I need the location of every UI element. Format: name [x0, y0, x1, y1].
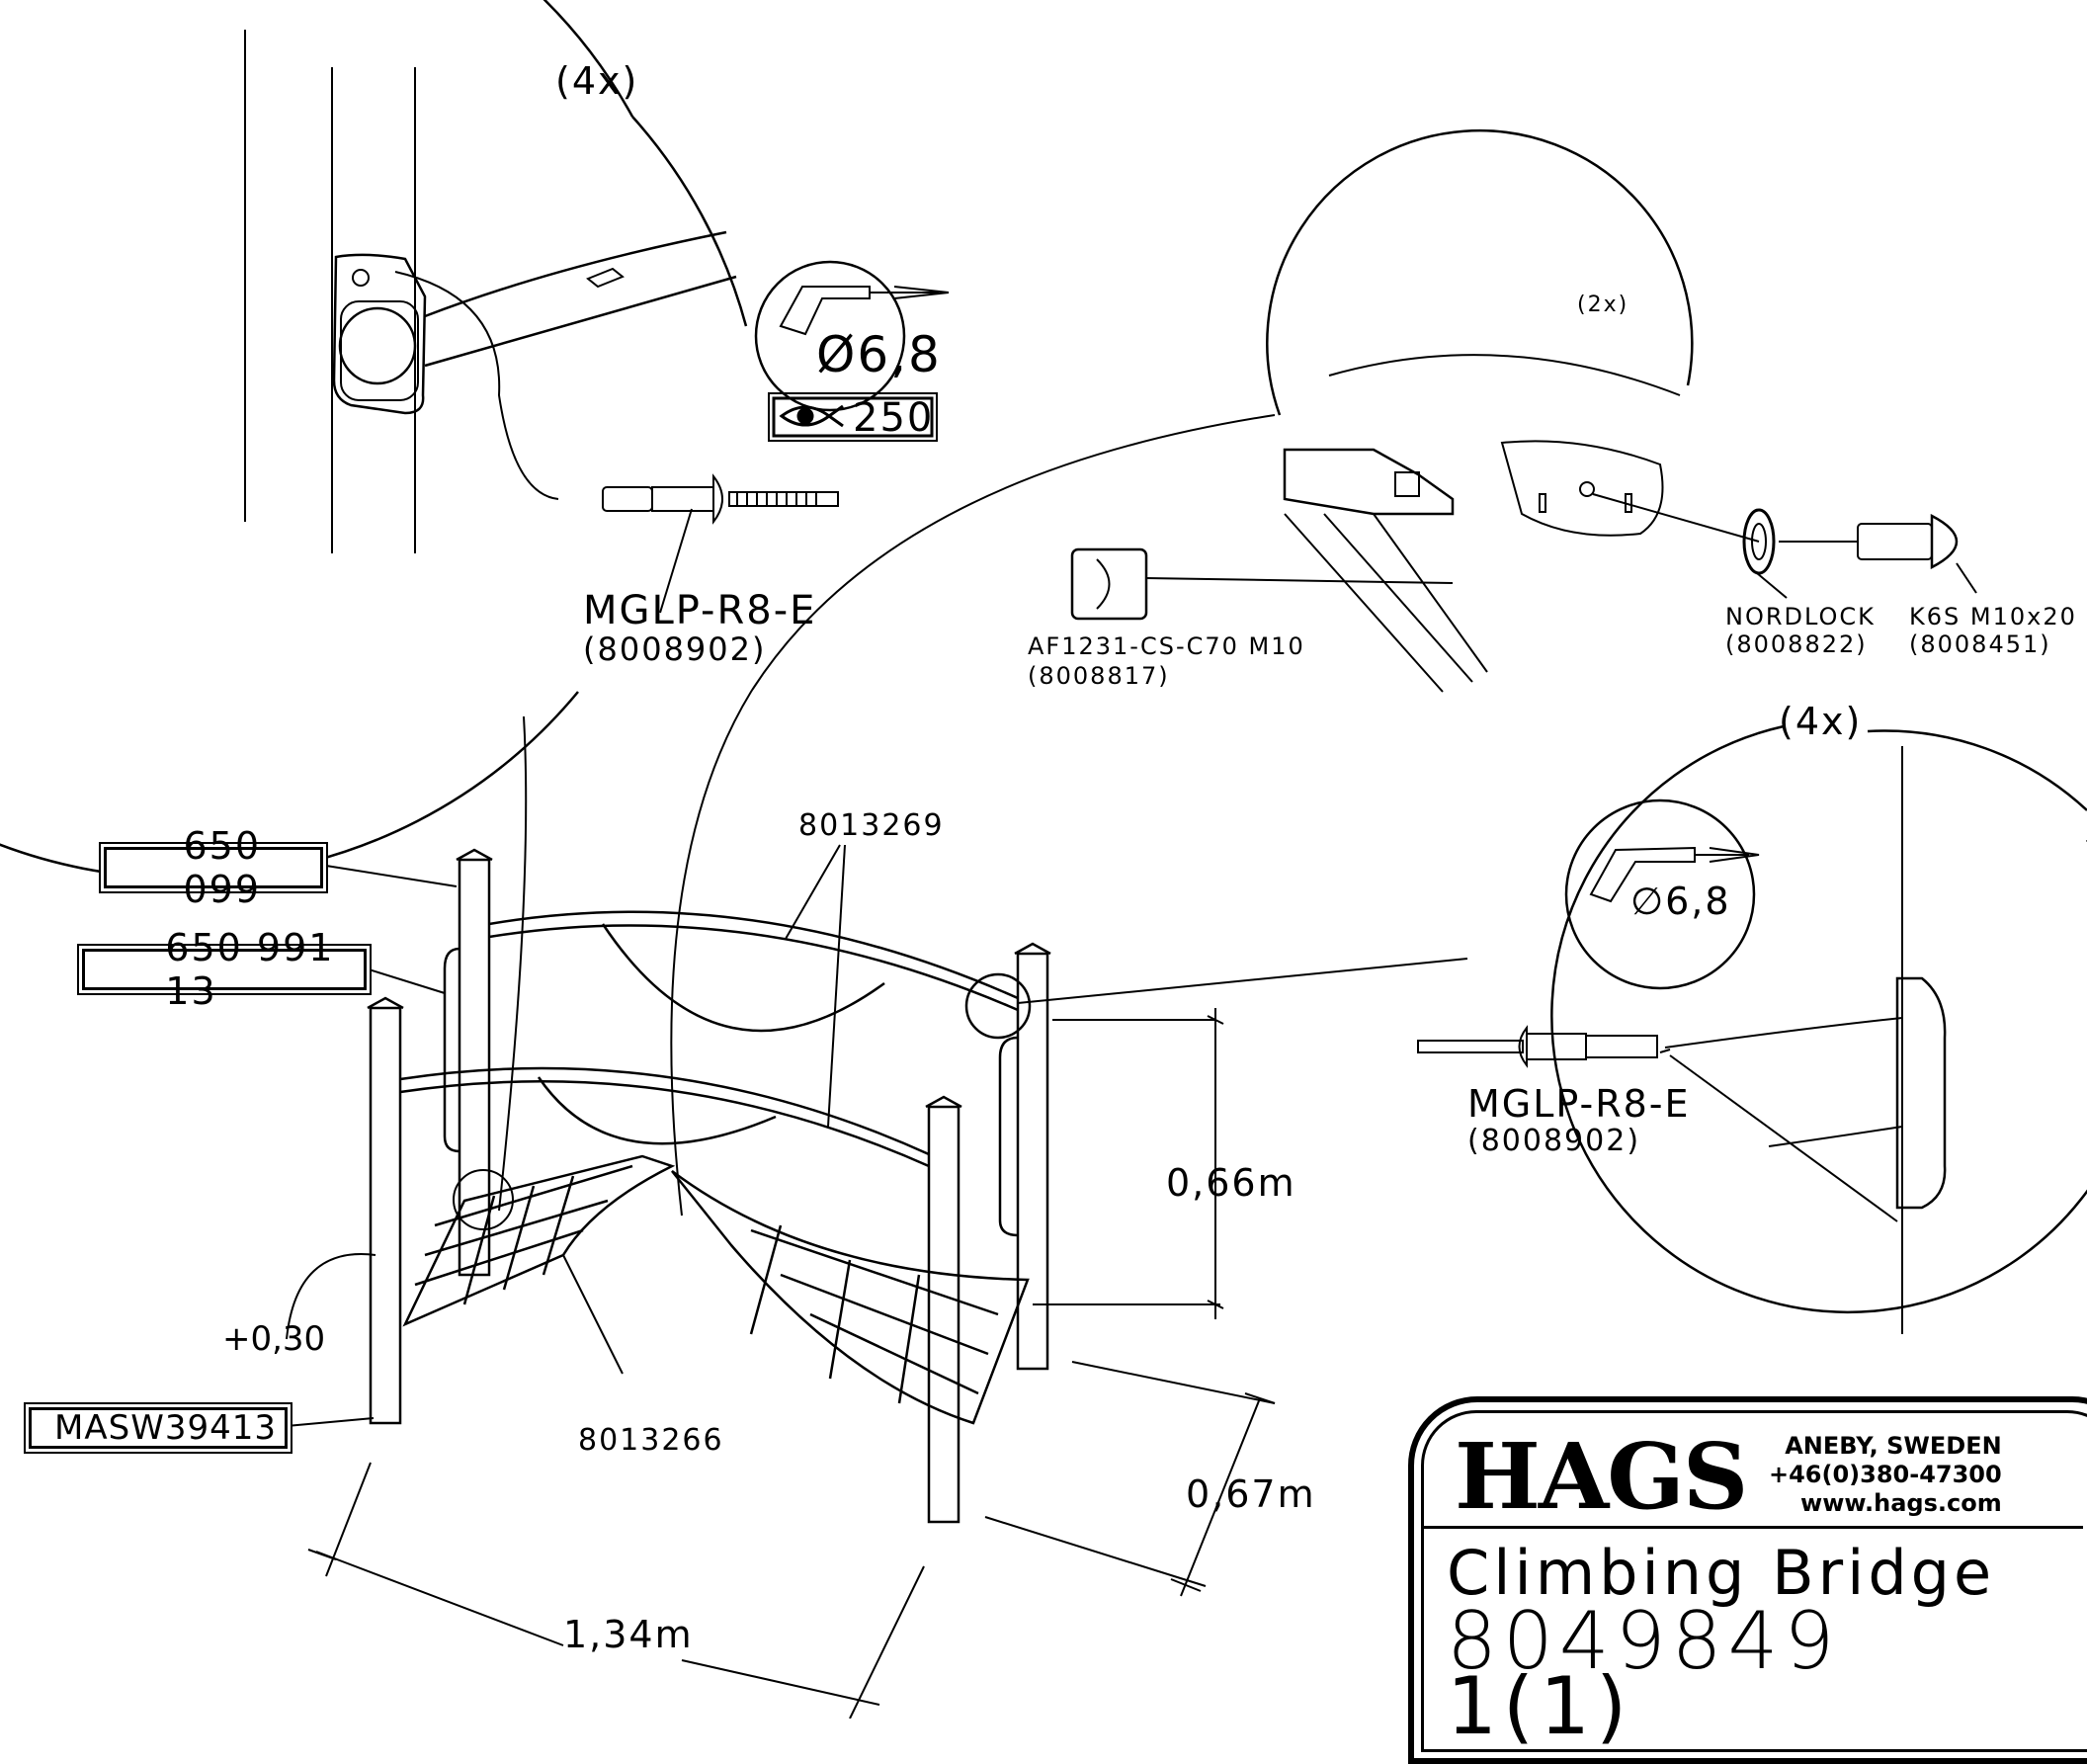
tag-masw39413: MASW39413: [24, 1402, 292, 1454]
part-c-code: K6S M10x20: [1909, 603, 2077, 630]
qty-top-left: (4x): [555, 59, 639, 103]
drill-symbol-top: [754, 260, 950, 442]
dim-height-label: 0,66m: [1166, 1161, 1296, 1205]
dim-length-label: 1,34m: [563, 1613, 694, 1656]
drill-ref-top: 250: [853, 395, 935, 441]
tag-masw39413-text: MASW39413: [54, 1408, 277, 1448]
tag-650-099-text: 650 099: [183, 824, 262, 911]
net-part-label: 8013266: [578, 1423, 724, 1458]
leader-lines: [286, 844, 846, 1427]
drill-size-right: ∅6,8: [1630, 880, 1731, 923]
detail-circle-top-right: [670, 128, 1977, 1217]
height-offset-label: +0,30: [222, 1319, 326, 1359]
detail-circle-right: [964, 724, 2087, 1334]
part-code-top-left: MGLP-R8-E: [583, 588, 817, 633]
part-a-number: (8008817): [1028, 662, 1170, 690]
part-b-number: (8008822): [1725, 630, 1868, 658]
brand-logo: HAGS: [1455, 1423, 1748, 1530]
title-block-divider: [1421, 1526, 2083, 1529]
tag-650-991-13-text: 650 991 13: [165, 926, 335, 1013]
qty-top-right: (2x): [1577, 293, 1629, 317]
company-info: ANEBY, SWEDEN +46(0)380-47300 www.hags.c…: [1769, 1432, 2002, 1518]
dim-depth-label: 0,67m: [1186, 1472, 1316, 1516]
product-number: 8049849: [1447, 1595, 1841, 1687]
company-phone: +46(0)380-47300: [1769, 1461, 2002, 1488]
tag-650-991-13: 650 991 13: [77, 926, 372, 1013]
company-website: www.hags.com: [1800, 1489, 2002, 1517]
part-code-right: MGLP-R8-E: [1467, 1082, 1691, 1126]
part-number-right: (8008902): [1467, 1124, 1641, 1158]
product-name: Climbing Bridge: [1447, 1537, 1996, 1609]
part-c-number: (8008451): [1909, 630, 2051, 658]
part-a-code: AF1231-CS-C70 M10: [1028, 632, 1305, 660]
drill-symbol-right: [1564, 798, 1760, 990]
rail-part-label: 8013269: [798, 808, 945, 843]
climbing-bridge-view: [367, 848, 1051, 1524]
qty-right: (4x): [1779, 700, 1863, 743]
part-number-top-left: (8008902): [583, 630, 767, 668]
drill-size-top: Ø6,8: [816, 326, 942, 383]
company-location: ANEBY, SWEDEN: [1785, 1432, 2002, 1460]
tag-650-099: 650 099: [99, 824, 328, 911]
dimension-lines: [307, 1008, 1276, 1719]
sheet-number: 1(1): [1447, 1660, 1633, 1752]
eye-icons: [34, 404, 844, 1440]
part-b-code: NORDLOCK: [1725, 603, 1876, 630]
